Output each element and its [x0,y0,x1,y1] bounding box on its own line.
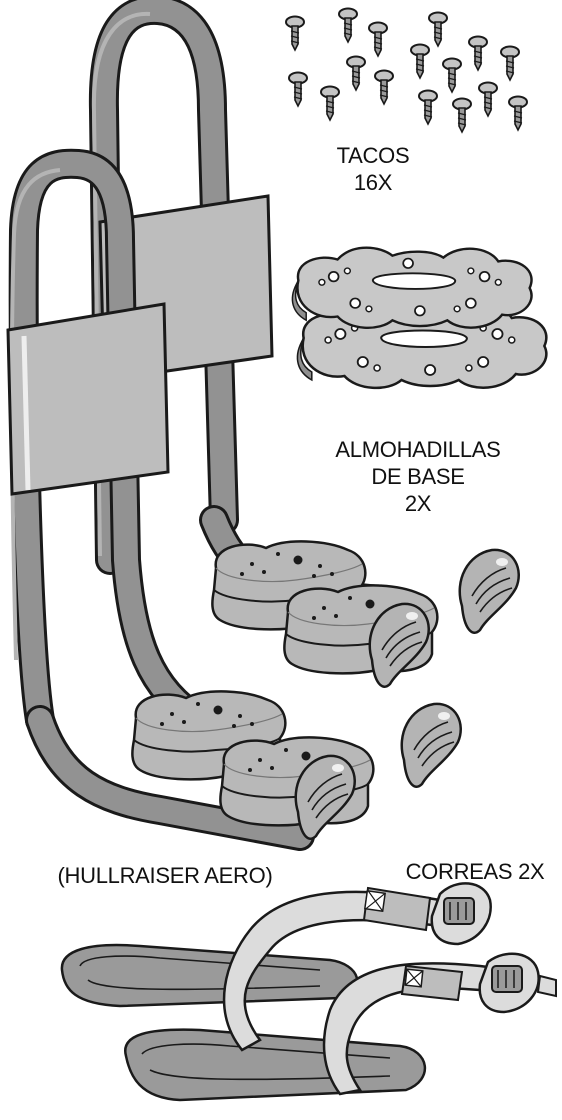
tacos-label: TACOS 16X [318,142,428,196]
tacos-label-line2: 16X [318,169,428,196]
base-pads-label: ALMOHADILLAS DE BASE 2X [318,436,518,517]
straps-label: CORREAS 2X [400,858,550,885]
tacos-screws [286,9,527,133]
upper-saddles [212,541,518,686]
tie-down-straps [62,883,556,1100]
base-pads-label-line3: 2X [318,490,518,517]
tacos-label-line1: TACOS [318,142,428,169]
base-pads-label-line2: DE BASE [318,463,518,490]
model-label: (HULLRAISER AERO) [30,862,300,889]
base-pads-label-line1: ALMOHADILLAS [318,436,518,463]
base-pads [292,248,546,388]
